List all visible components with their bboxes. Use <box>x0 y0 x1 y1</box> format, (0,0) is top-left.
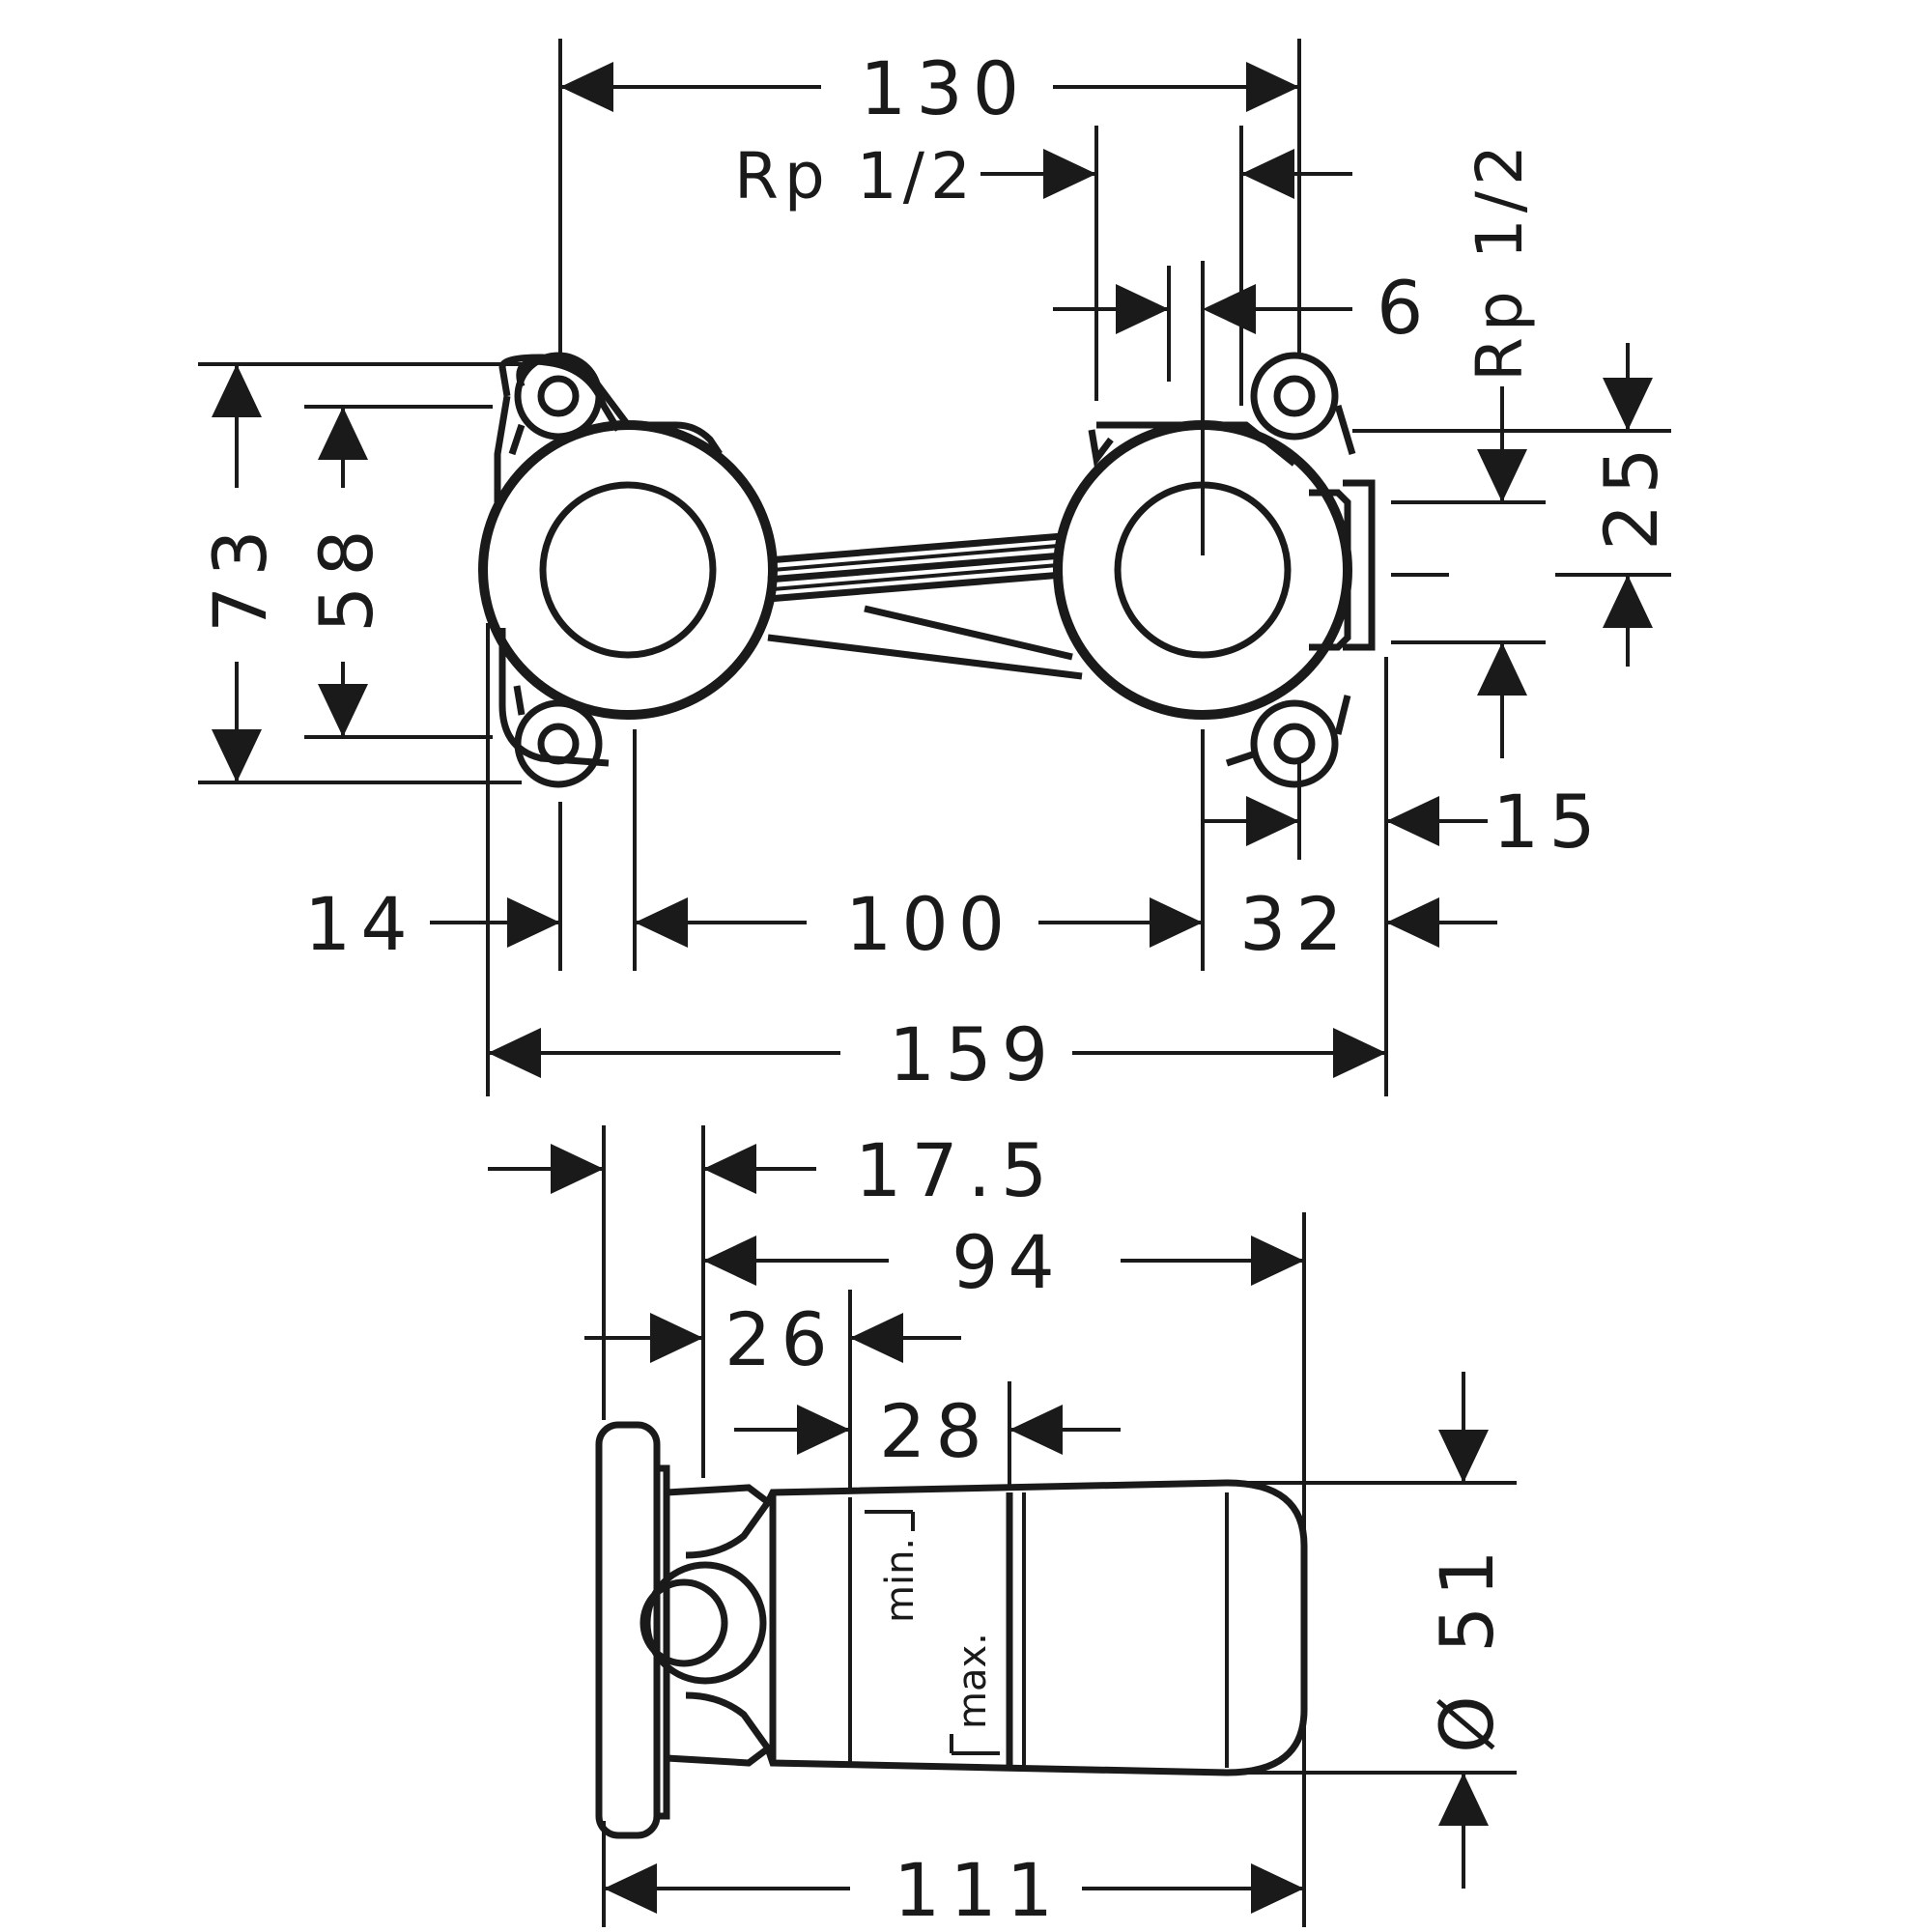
dim-6-label: 6 <box>1377 265 1433 351</box>
dim-17-5-label: 17.5 <box>855 1127 1057 1213</box>
dim-130-label: 130 <box>860 45 1029 131</box>
dim-rp-left-label: Rp 1/2 <box>734 139 977 213</box>
front-view: 130 Rp 1/2 6 Rp 1/2 73 58 <box>197 39 1674 1097</box>
dim-14-label: 14 <box>304 881 417 967</box>
min-label: min. <box>878 1538 923 1623</box>
dim-28-label: 28 <box>879 1388 992 1474</box>
dim-26-label: 26 <box>724 1296 838 1382</box>
dim-32-label: 32 <box>1239 881 1352 967</box>
left-valve-body <box>478 352 778 788</box>
dim-25-label: 25 <box>1588 438 1674 551</box>
max-label: max. <box>951 1633 995 1729</box>
dim-94-label: 94 <box>952 1219 1065 1305</box>
side-view: min. max. 17.5 94 26 28 Ø <box>488 1125 1517 1932</box>
dim-159-label: 159 <box>889 1011 1058 1097</box>
side-body <box>595 1421 1308 1839</box>
dim-111-label: 111 <box>894 1847 1063 1932</box>
dim-51-label: Ø 51 <box>1424 1540 1510 1753</box>
dim-100-label: 100 <box>845 881 1014 967</box>
dim-73-label: 73 <box>197 520 283 633</box>
right-valve-body <box>1053 352 1376 788</box>
dim-rp-right-label: Rp 1/2 <box>1463 139 1537 382</box>
connecting-bar <box>767 532 1083 680</box>
dim-58-label: 58 <box>303 520 389 633</box>
dim-15-label: 15 <box>1492 779 1605 865</box>
